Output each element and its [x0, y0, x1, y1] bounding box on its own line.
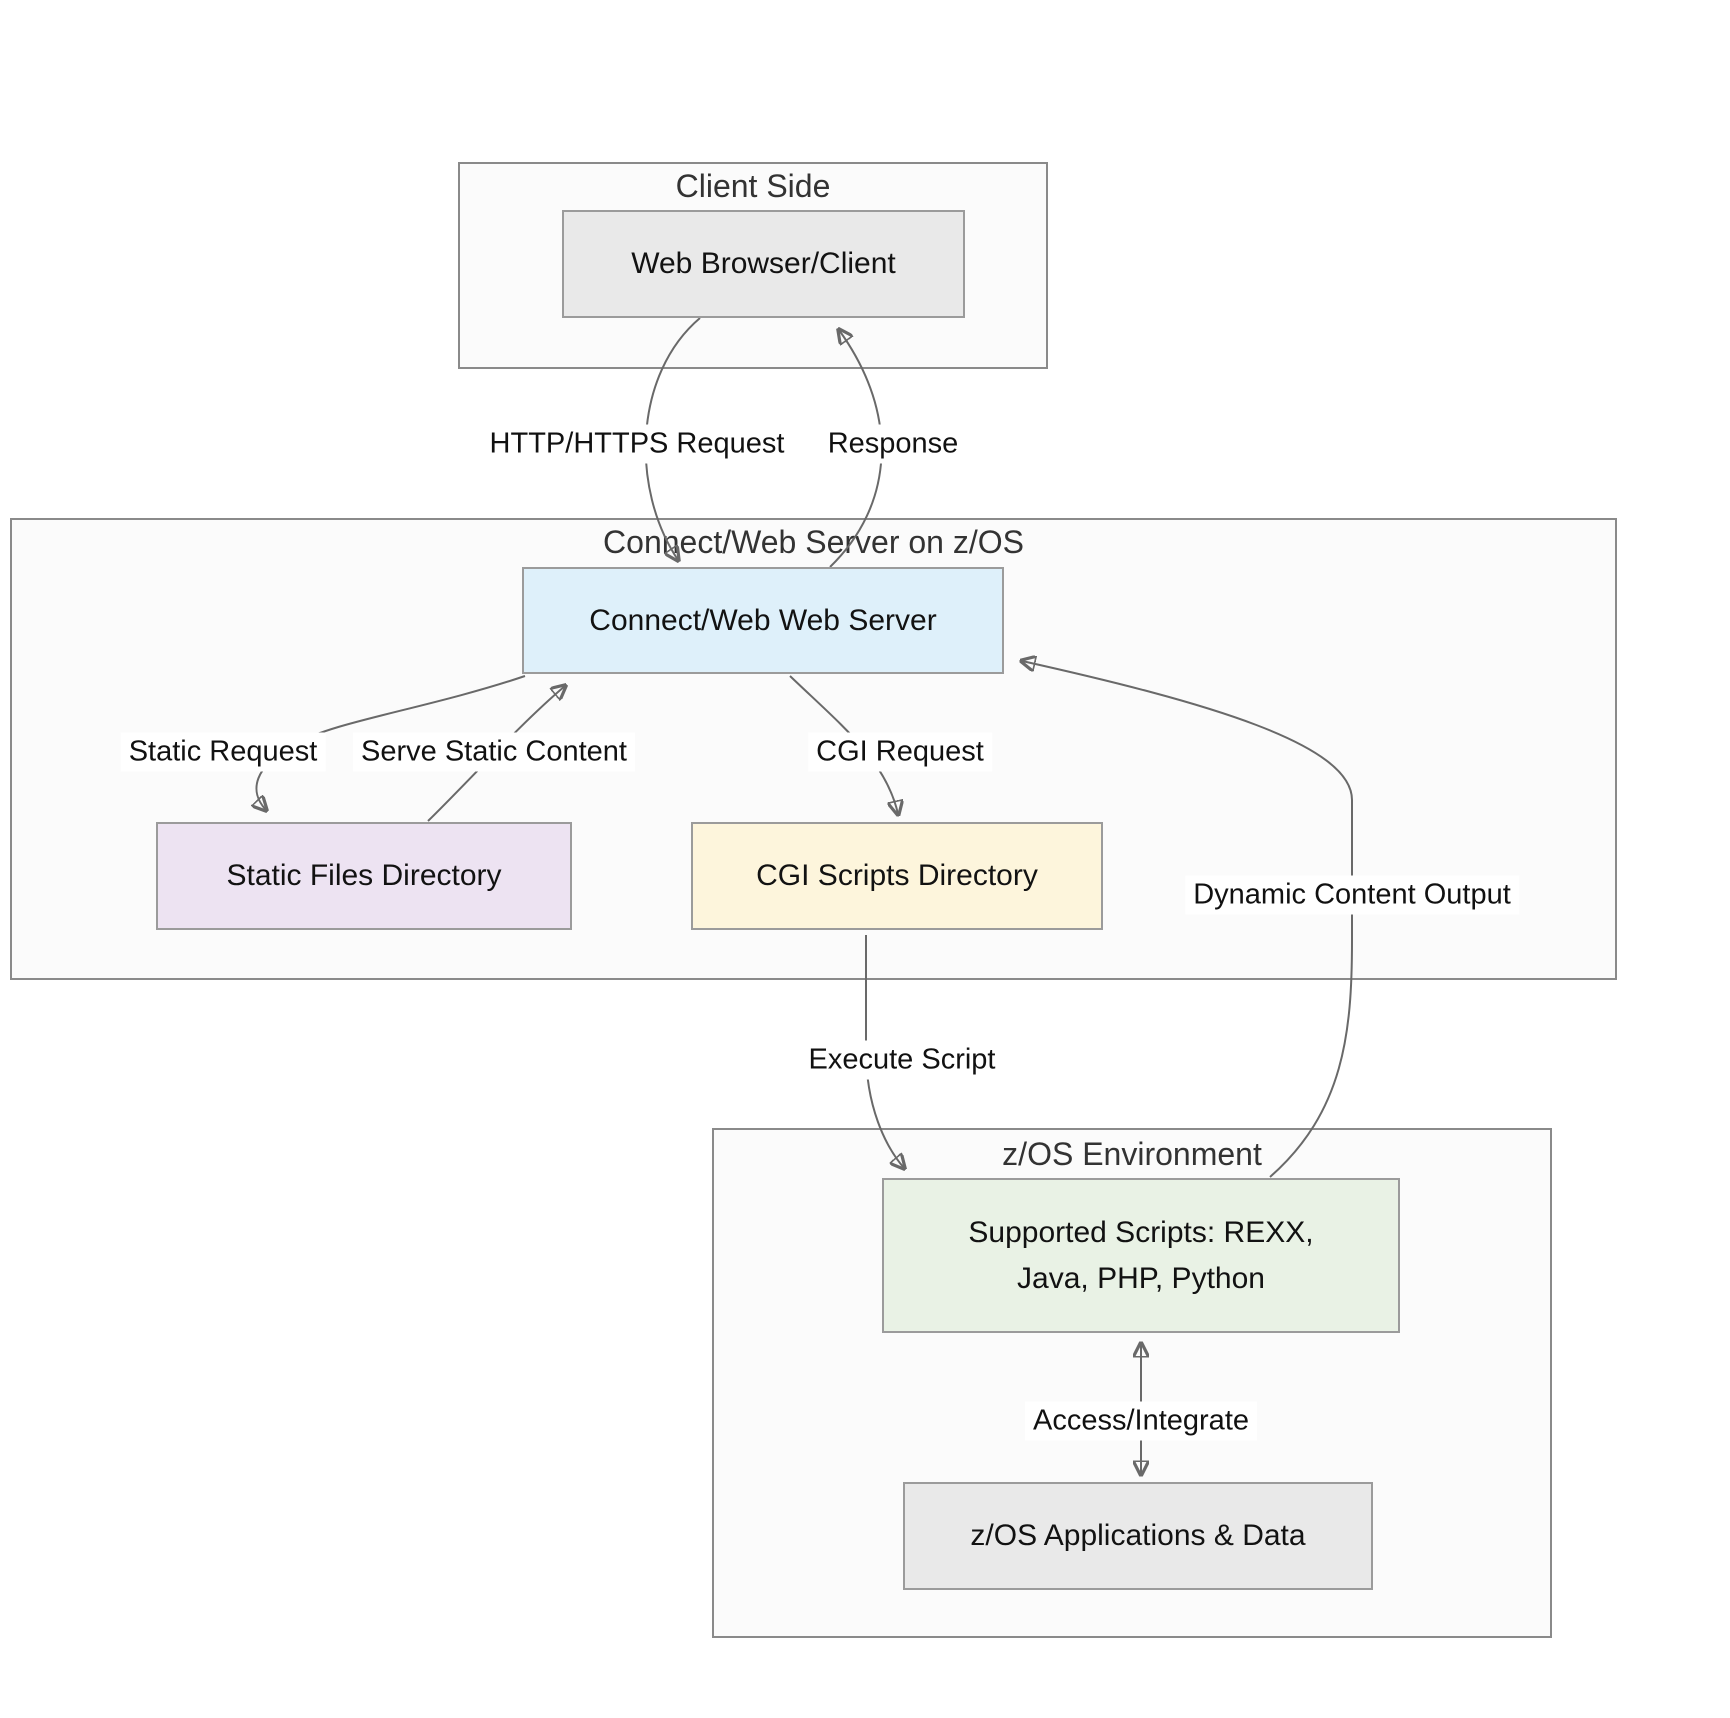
edge-label-http-request: HTTP/HTTPS Request	[481, 424, 793, 464]
node-connect-web-web-server: Connect/Web Web Server	[522, 567, 1004, 674]
node-label-zos-applications-data: z/OS Applications & Data	[970, 1519, 1306, 1552]
node-web-browser-client: Web Browser/Client	[562, 210, 965, 318]
node-label-web-browser-client: Web Browser/Client	[631, 247, 896, 280]
edge-label-static-request: Static Request	[120, 732, 326, 772]
node-static-files-directory: Static Files Directory	[156, 822, 572, 930]
node-label-cgi-scripts-directory: CGI Scripts Directory	[756, 859, 1038, 892]
node-zos-applications-data: z/OS Applications & Data	[903, 1482, 1373, 1590]
node-label-supported-scripts-line1: Supported Scripts: REXX,	[968, 1215, 1314, 1249]
edge-label-dynamic-content-output: Dynamic Content Output	[1185, 875, 1519, 915]
edge-label-execute-script: Execute Script	[800, 1040, 1004, 1080]
edge-dynamic-content-output	[1022, 661, 1353, 1178]
node-label-connect-web-web-server: Connect/Web Web Server	[589, 603, 937, 637]
edge-label-access-integrate: Access/Integrate	[1025, 1401, 1257, 1441]
node-cgi-scripts-directory: CGI Scripts Directory	[691, 822, 1103, 930]
node-label-static-files-directory: Static Files Directory	[226, 859, 502, 892]
cluster-title-client-side: Client Side	[675, 168, 831, 204]
cluster-title-zos-environment: z/OS Environment	[1002, 1136, 1262, 1172]
node-supported-scripts: Supported Scripts: REXX, Java, PHP, Pyth…	[882, 1178, 1400, 1333]
edge-label-cgi-request: CGI Request	[808, 732, 992, 772]
edge-label-serve-static-content: Serve Static Content	[353, 732, 635, 772]
edge-label-response: Response	[819, 424, 967, 464]
node-label-supported-scripts-line2: Java, PHP, Python	[1017, 1261, 1265, 1295]
